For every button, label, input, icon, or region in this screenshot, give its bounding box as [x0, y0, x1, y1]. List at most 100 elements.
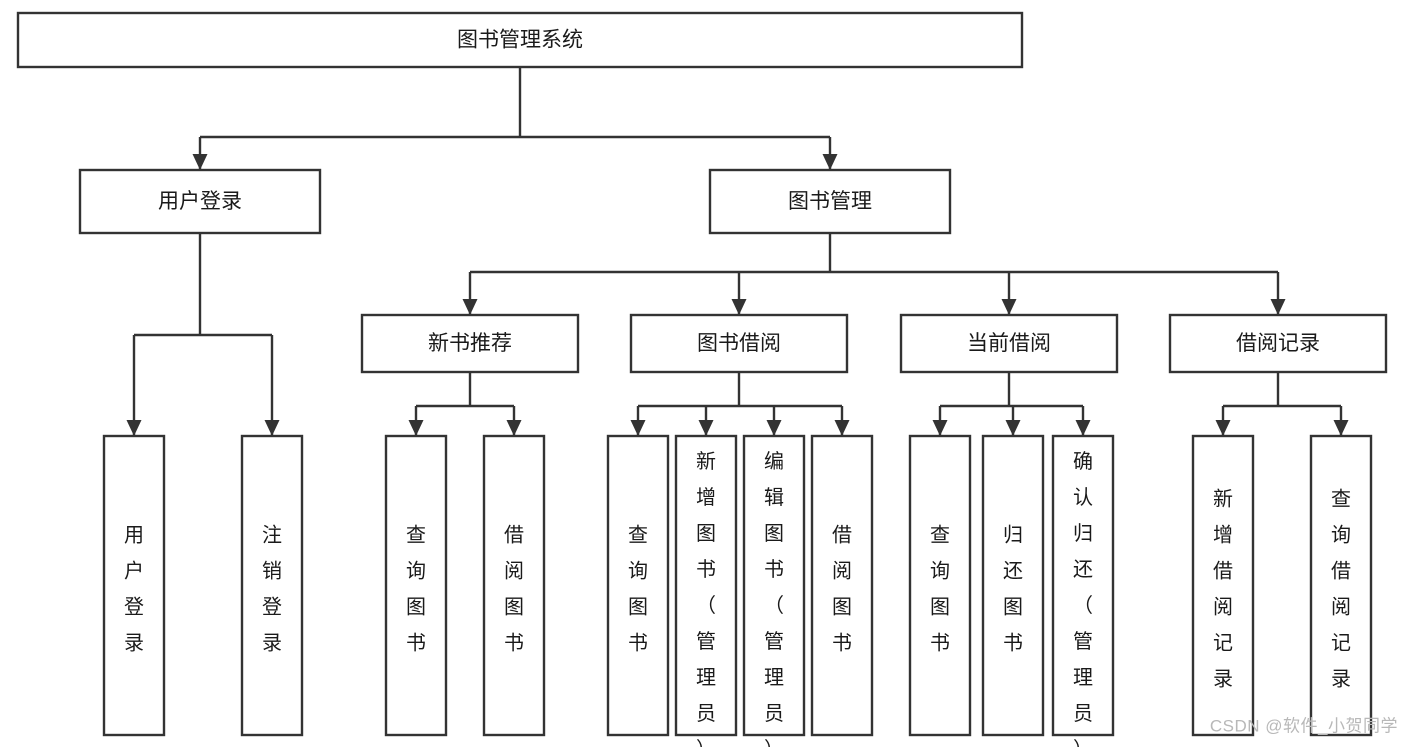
arrow-head-icon: [408, 420, 424, 436]
connector-group-book-management: [462, 233, 1286, 315]
arrow-head-icon: [932, 420, 948, 436]
node-bb-edit-book[interactable]: 编辑图书（管理员）: [742, 434, 806, 747]
node-box-user-logout[interactable]: [240, 434, 304, 737]
node-box-cb-query-book[interactable]: [908, 434, 972, 737]
node-nbr-borrow-book[interactable]: 借阅图书: [482, 434, 546, 737]
node-box-nbr-query-book[interactable]: [384, 434, 448, 737]
node-box-borrow-record[interactable]: [1168, 313, 1388, 374]
arrow-head-shape: [506, 420, 522, 436]
arrow-head-shape: [1005, 420, 1021, 436]
arrow-head-icon: [698, 420, 714, 436]
arrow-head-shape: [698, 420, 714, 436]
node-user-login[interactable]: 用户登录: [78, 168, 322, 235]
node-root[interactable]: 图书管理系统: [16, 11, 1024, 69]
node-box-cb-return-book[interactable]: [981, 434, 1045, 737]
node-new-book-recommend[interactable]: 新书推荐: [360, 313, 580, 374]
arrow-head-icon: [264, 420, 280, 436]
node-bb-add-book[interactable]: 新增图书（管理员）: [674, 434, 738, 747]
node-label-bb-add-book: 新增图书（管理员）: [696, 450, 716, 747]
node-bb-borrow-book[interactable]: 借阅图书: [810, 434, 874, 737]
arrow-head-shape: [932, 420, 948, 436]
node-br-query-record[interactable]: 查询借阅记录: [1309, 434, 1373, 737]
arrow-head-shape: [1333, 420, 1349, 436]
node-book-management[interactable]: 图书管理: [708, 168, 952, 235]
node-user-login-do[interactable]: 用户登录: [102, 434, 166, 737]
arrow-head-shape: [192, 154, 208, 170]
node-box-bb-query-book[interactable]: [606, 434, 670, 737]
node-label-user-login: 用户登录: [158, 190, 242, 213]
arrow-head-shape: [462, 299, 478, 315]
node-cb-return-book[interactable]: 归还图书: [981, 434, 1045, 737]
node-label-br-query-record: 查询借阅记录: [1331, 488, 1351, 691]
node-label-cb-confirm-return: 确认归还（管理员）: [1073, 450, 1093, 747]
node-box-root[interactable]: [16, 11, 1024, 69]
node-label-nbr-borrow-book: 借阅图书: [504, 524, 524, 655]
node-box-nbr-borrow-book[interactable]: [482, 434, 546, 737]
node-box-br-add-record[interactable]: [1191, 434, 1255, 737]
node-label-cb-query-book: 查询图书: [930, 524, 950, 655]
connector-group-current-borrow: [932, 372, 1091, 436]
node-box-bb-borrow-book[interactable]: [810, 434, 874, 737]
arrow-head-icon: [126, 420, 142, 436]
node-box-cb-confirm-return[interactable]: [1051, 434, 1115, 737]
arrow-head-icon: [1001, 299, 1017, 315]
arrow-head-shape: [731, 299, 747, 315]
node-box-book-borrow[interactable]: [629, 313, 849, 374]
node-label-bb-edit-book: 编辑图书（管理员）: [764, 450, 784, 747]
node-box-new-book-recommend[interactable]: [360, 313, 580, 374]
arrow-head-icon: [1333, 420, 1349, 436]
node-box-book-management[interactable]: [708, 168, 952, 235]
watermark: CSDN @软件_小贺同学: [1210, 716, 1398, 735]
arrow-head-icon: [630, 420, 646, 436]
node-box-bb-add-book[interactable]: [674, 434, 738, 737]
arrow-head-icon: [1005, 420, 1021, 436]
node-book-borrow[interactable]: 图书借阅: [629, 313, 849, 374]
arrow-head-shape: [1001, 299, 1017, 315]
node-cb-query-book[interactable]: 查询图书: [908, 434, 972, 737]
arrow-head-icon: [1215, 420, 1231, 436]
connector-group-user-login: [126, 233, 280, 436]
node-label-nbr-query-book: 查询图书: [406, 524, 426, 655]
node-borrow-record[interactable]: 借阅记录: [1168, 313, 1388, 374]
arrow-head-icon: [506, 420, 522, 436]
node-label-current-borrow: 当前借阅: [967, 332, 1051, 355]
node-nbr-query-book[interactable]: 查询图书: [384, 434, 448, 737]
node-label-cb-return-book: 归还图书: [1003, 524, 1023, 655]
connector-group-borrow-record: [1215, 372, 1349, 436]
connector-group-root: [192, 67, 838, 170]
connector-group-book-borrow: [630, 372, 850, 436]
connector-group-new-book-recommend: [408, 372, 522, 436]
node-label-book-management: 图书管理: [788, 190, 872, 213]
arrow-head-icon: [1075, 420, 1091, 436]
arrow-head-icon: [192, 154, 208, 170]
node-label-br-add-record: 新增借阅记录: [1213, 488, 1233, 691]
arrow-head-icon: [462, 299, 478, 315]
node-label-bb-borrow-book: 借阅图书: [832, 524, 852, 655]
arrow-head-shape: [408, 420, 424, 436]
node-box-user-login[interactable]: [78, 168, 322, 235]
node-box-br-query-record[interactable]: [1309, 434, 1373, 737]
arrow-head-icon: [766, 420, 782, 436]
node-user-logout[interactable]: 注销登录: [240, 434, 304, 737]
node-label-user-login-do: 用户登录: [124, 525, 144, 655]
node-br-add-record[interactable]: 新增借阅记录: [1191, 434, 1255, 737]
node-label-new-book-recommend: 新书推荐: [428, 332, 512, 355]
arrow-head-shape: [630, 420, 646, 436]
arrow-head-shape: [822, 154, 838, 170]
node-box-bb-edit-book[interactable]: [742, 434, 806, 737]
node-box-user-login-do[interactable]: [102, 434, 166, 737]
node-label-root: 图书管理系统: [457, 29, 583, 52]
arrow-head-shape: [1075, 420, 1091, 436]
node-bb-query-book[interactable]: 查询图书: [606, 434, 670, 737]
arrow-head-icon: [834, 420, 850, 436]
node-cb-confirm-return[interactable]: 确认归还（管理员）: [1051, 434, 1115, 747]
arrow-head-icon: [822, 154, 838, 170]
arrow-head-icon: [731, 299, 747, 315]
node-label-book-borrow: 图书借阅: [697, 332, 781, 355]
node-box-current-borrow[interactable]: [899, 313, 1119, 374]
node-current-borrow[interactable]: 当前借阅: [899, 313, 1119, 374]
arrow-head-shape: [1270, 299, 1286, 315]
arrow-head-shape: [126, 420, 142, 436]
arrow-head-shape: [264, 420, 280, 436]
